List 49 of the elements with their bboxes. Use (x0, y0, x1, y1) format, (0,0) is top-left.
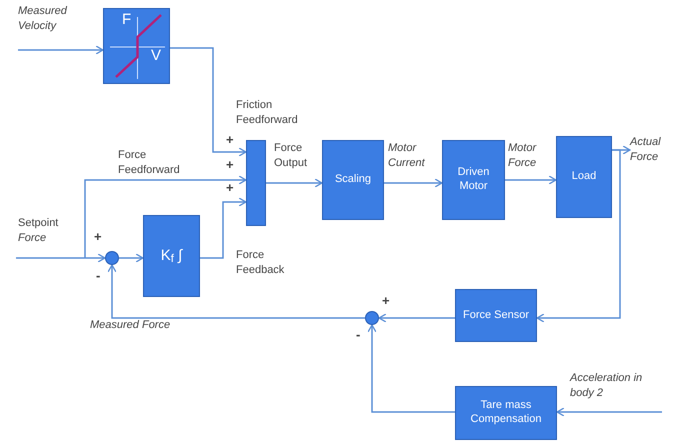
signal-label: Measured Velocity (18, 4, 68, 34)
summing-block (246, 140, 266, 226)
signal-label: Motor Current (388, 141, 426, 171)
arrow (84, 175, 247, 258)
signal-label: Actual Force (630, 135, 662, 165)
sign-label: + (226, 180, 235, 195)
sign-label: + (226, 157, 235, 172)
signal-label: Force Output (274, 141, 308, 171)
signal-label: Motor Force (508, 141, 538, 171)
signal-label: Force Feedback (236, 248, 286, 278)
sign-label: + (226, 132, 235, 147)
signal-label: Setpoint Force (18, 216, 60, 246)
summing-junction (365, 311, 379, 325)
arrow (119, 253, 144, 263)
arrow (505, 175, 557, 185)
signal-label: Acceleration in body 2 (570, 371, 644, 401)
arrow (384, 178, 443, 188)
block-label: Force Sensor (462, 308, 530, 322)
process-block (556, 136, 612, 218)
arrow (16, 253, 106, 263)
process-block (143, 215, 200, 297)
block-label: Driven Motor (456, 166, 490, 194)
sign-label: - (96, 268, 102, 283)
block-label: Tare mass Compensation (470, 399, 542, 427)
arrow (200, 197, 247, 259)
arrow (378, 313, 455, 323)
signal-label: Force Feedforward (118, 148, 181, 178)
signal-label: Measured Force (90, 318, 172, 333)
axis-label: V (150, 47, 161, 66)
arrow (367, 324, 455, 413)
arrow (18, 45, 104, 55)
sign-label: + (94, 229, 103, 244)
arrow (170, 47, 247, 157)
block-label: K$_{f}$ ∫ (160, 246, 182, 266)
arrow (266, 178, 323, 188)
sign-label: - (356, 327, 362, 342)
sign-label: + (382, 293, 391, 308)
summing-junction (105, 251, 119, 265)
axis-label: F (122, 11, 132, 30)
arrow (107, 264, 365, 319)
process-block (322, 140, 384, 220)
process-block (455, 386, 557, 440)
block-label: Load (572, 170, 596, 184)
process-block (442, 140, 505, 220)
process-block (455, 289, 537, 342)
block-label: Scaling (334, 173, 372, 187)
arrow (556, 407, 662, 417)
signal-label: Friction Feedforward (236, 98, 299, 128)
arrow (536, 149, 621, 323)
